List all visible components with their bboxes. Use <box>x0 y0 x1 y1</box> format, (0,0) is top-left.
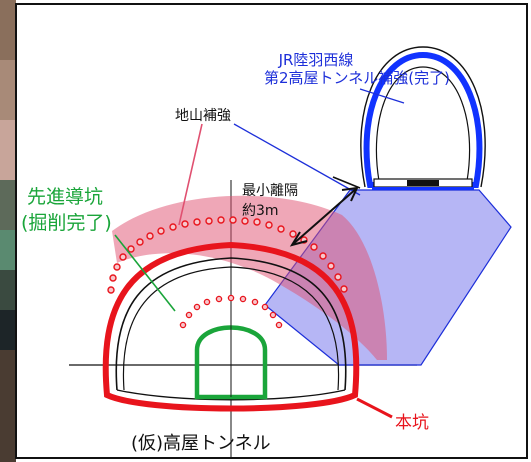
jr-tunnel-inner-line <box>375 66 471 182</box>
ground-reinforcement-blue-leader <box>233 123 361 196</box>
main-tunnel-inner-line <box>115 257 347 391</box>
main-tunnel-lining <box>122 266 340 391</box>
jr-rail <box>407 180 439 186</box>
tunnel-cross-section-diagram: JR陸羽西線 第2高屋トンネル補強(完了) 地山補強 先進導坑 (掘削完了) 最… <box>21 46 512 457</box>
diagram-frame: JR陸羽西線 第2高屋トンネル補強(完了) 地山補強 先進導坑 (掘削完了) 最… <box>15 3 528 459</box>
min-distance-extension <box>332 176 361 189</box>
min-distance-label-line2: 約3m <box>242 203 279 219</box>
pilot-tunnel-outline <box>194 325 268 400</box>
jr-tunnel-leader-line <box>359 88 405 104</box>
jr-tunnel-label-line1: JR陸羽西線 <box>278 51 354 69</box>
min-distance-arrowhead-upper <box>341 186 359 202</box>
main-tunnel-label: 本坑 <box>395 413 429 433</box>
jr-tunnel-label-line2: 第2高屋トンネル補強(完了) <box>264 69 450 87</box>
main-tunnel-outline <box>102 241 360 412</box>
jr-tunnel-outer-line <box>360 46 486 188</box>
min-distance-arrowhead-lower <box>289 231 308 247</box>
background-photo-strip <box>0 0 16 462</box>
pilot-tunnel-dot-row <box>179 294 283 329</box>
ground-reinforcement-label: 地山補強 <box>175 108 231 124</box>
jr-tunnel-outer-ring <box>363 51 483 188</box>
main-tunnel-dot-row <box>107 216 348 294</box>
pilot-tunnel-label-line1: 先進導坑 <box>27 186 103 208</box>
pilot-tunnel-label-line2: (掘削完了) <box>21 212 112 234</box>
pilot-tunnel-leader-line <box>114 234 176 312</box>
jr-tunnel-invert <box>372 187 474 190</box>
min-distance-arrow <box>291 187 358 246</box>
main-tunnel-invert <box>116 389 346 401</box>
ground-reinforcement-band <box>112 195 387 360</box>
new-tunnel-name-label: (仮)高屋トンネル <box>131 433 271 454</box>
ground-reinforcement-red-leader <box>178 123 203 226</box>
main-tunnel-leader-line <box>356 397 393 419</box>
min-distance-label-line1: 最小離隔 <box>242 182 298 199</box>
